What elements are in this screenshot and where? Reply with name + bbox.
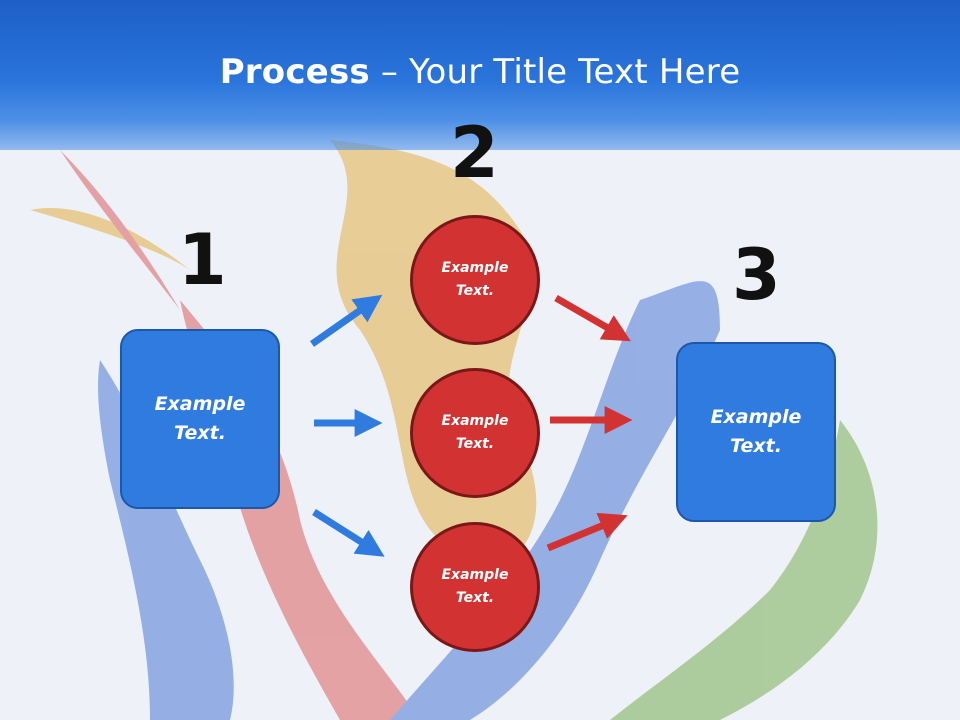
step-1-text-line2: Text. (174, 422, 226, 444)
arrow-red-top (554, 294, 631, 342)
circle-bottom-line1: Example (441, 567, 509, 583)
circle-bottom-line2: Text. (455, 590, 495, 606)
circle-top-line1: Example (441, 260, 509, 276)
red-splash-streak (60, 150, 180, 310)
step-3-text-line1: Example (710, 406, 802, 428)
circle-middle-line1: Example (441, 413, 509, 429)
step-number-1: 1 (178, 219, 227, 301)
arrow-blue-up (309, 294, 383, 347)
step-number-3: 3 (732, 234, 781, 316)
circle-middle-line2: Text. (455, 436, 495, 452)
step-3-text-line2: Text. (730, 435, 782, 457)
arrow-blue-down (312, 509, 385, 557)
step-1-text-line1: Example (154, 393, 246, 415)
arrow-red-bottom (546, 512, 628, 552)
circle-top-line2: Text. (455, 283, 495, 299)
title-bar (0, 0, 960, 150)
slide-title: Process – Your Title Text Here (0, 52, 960, 92)
yellow-splash-droplets (30, 208, 190, 270)
slide-title-bold: Process (219, 52, 370, 92)
green-splash (610, 420, 878, 720)
step-number-2: 2 (450, 112, 499, 194)
slide-title-rest: – Your Title Text Here (369, 52, 741, 92)
blue-splash-center (390, 281, 720, 720)
